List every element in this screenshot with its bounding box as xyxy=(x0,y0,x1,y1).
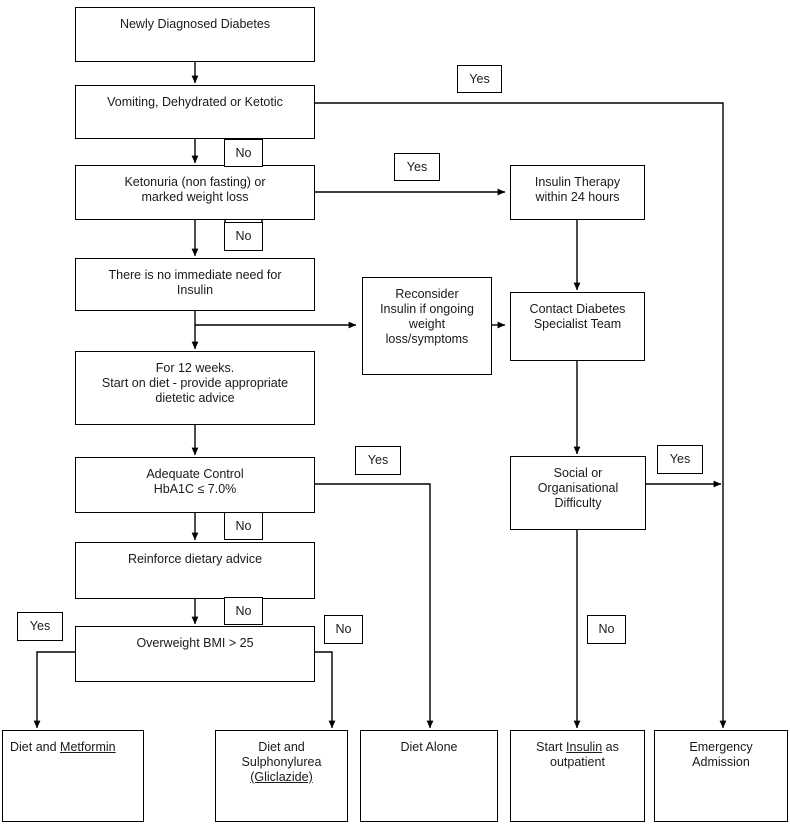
label-text: Yes xyxy=(367,453,389,467)
node-overweight-bmi[interactable]: Overweight BMI > 25 xyxy=(75,626,315,682)
node-social-organisational-difficulty[interactable]: Social or Organisational Difficulty xyxy=(510,456,646,530)
label-no-overweight: No xyxy=(324,615,363,644)
outcome-line-2: Admission xyxy=(692,755,750,769)
node-label: For 12 weeks. Start on diet - provide ap… xyxy=(101,361,289,405)
label-no-reinforce: No xyxy=(224,597,263,625)
node-label: Social or Organisational Difficulty xyxy=(537,466,619,510)
node-label: Insulin Therapy within 24 hours xyxy=(534,175,621,204)
node-newly-diagnosed-diabetes[interactable]: Newly Diagnosed Diabetes xyxy=(75,7,315,62)
node-label: Vomiting, Dehydrated or Ketotic xyxy=(107,95,283,109)
node-label: Reconsider Insulin if ongoing weight los… xyxy=(380,287,474,346)
label-yes-overweight: Yes xyxy=(17,612,63,641)
drug-name-gliclazide: (Gliclazide) xyxy=(250,770,313,784)
label-text: No xyxy=(335,622,352,636)
outcome-line-2: outpatient xyxy=(550,755,605,769)
node-label: Ketonuria (non fasting) or marked weight… xyxy=(124,175,266,204)
label-text: Yes xyxy=(469,71,490,86)
label-yes-adequate-control: Yes xyxy=(355,446,401,475)
outcome-suffix: as xyxy=(602,740,619,754)
label-text: Yes xyxy=(669,452,691,466)
node-label: Reinforce dietary advice xyxy=(127,552,263,566)
node-label: Diet and Metformin xyxy=(3,740,121,821)
label-yes-social: Yes xyxy=(657,445,703,474)
node-no-immediate-insulin-need[interactable]: There is no immediate need for Insulin xyxy=(75,258,315,311)
outcome-line-2: Sulphonylurea xyxy=(241,755,322,769)
node-label: There is no immediate need for Insulin xyxy=(108,268,282,297)
outcome-prefix: Diet and xyxy=(10,740,61,754)
label-text: No xyxy=(235,518,252,533)
node-vomiting-dehydrated-ketotic[interactable]: Vomiting, Dehydrated or Ketotic xyxy=(75,85,315,139)
node-label: Diet Alone xyxy=(400,740,458,754)
node-diet-alone[interactable]: Diet Alone xyxy=(360,730,498,822)
node-for-12-weeks-diet[interactable]: For 12 weeks. Start on diet - provide ap… xyxy=(75,351,315,425)
node-label: Contact Diabetes Specialist Team xyxy=(529,302,626,331)
node-insulin-therapy-24-hours[interactable]: Insulin Therapy within 24 hours xyxy=(510,165,645,220)
label-text: No xyxy=(598,622,615,636)
label-text: Yes xyxy=(406,159,428,174)
label-text: No xyxy=(235,145,252,160)
label-no-vomiting: No xyxy=(224,139,263,167)
edge-adequate-yes-to-dietalone xyxy=(315,483,434,729)
outcome-line-1: Diet and xyxy=(258,740,305,754)
outcome-line-1: Emergency xyxy=(689,740,753,754)
node-label: Adequate Control HbA1C ≤ 7.0% xyxy=(146,467,244,496)
label-yes-vomiting: Yes xyxy=(457,65,502,93)
edge-overweight-no-to-sulphonylurea xyxy=(315,651,336,729)
label-no-adequate-control: No xyxy=(224,512,263,540)
outcome-prefix: Start xyxy=(536,740,567,754)
node-diet-and-metformin[interactable]: Diet and Metformin xyxy=(2,730,144,822)
node-contact-diabetes-specialist-team[interactable]: Contact Diabetes Specialist Team xyxy=(510,292,645,361)
drug-name-metformin: Metformin xyxy=(60,740,116,754)
label-yes-ketonuria: Yes xyxy=(394,153,440,181)
node-reinforce-dietary-advice[interactable]: Reinforce dietary advice xyxy=(75,542,315,599)
node-ketonuria-weight-loss[interactable]: Ketonuria (non fasting) or marked weight… xyxy=(75,165,315,220)
label-no-social: No xyxy=(587,615,626,644)
node-label: Overweight BMI > 25 xyxy=(136,636,254,650)
node-adequate-control[interactable]: Adequate Control HbA1C ≤ 7.0% xyxy=(75,457,315,513)
edge-overweight-yes-to-metformin xyxy=(33,651,75,729)
label-text: Yes xyxy=(29,619,51,633)
node-reconsider-insulin[interactable]: Reconsider Insulin if ongoing weight los… xyxy=(362,277,492,375)
drug-name-insulin: Insulin xyxy=(566,740,603,754)
node-label: Newly Diagnosed Diabetes xyxy=(119,17,271,31)
label-no-ketonuria: No xyxy=(224,222,263,251)
label-text: No xyxy=(235,603,252,618)
label-text: No xyxy=(235,229,252,243)
